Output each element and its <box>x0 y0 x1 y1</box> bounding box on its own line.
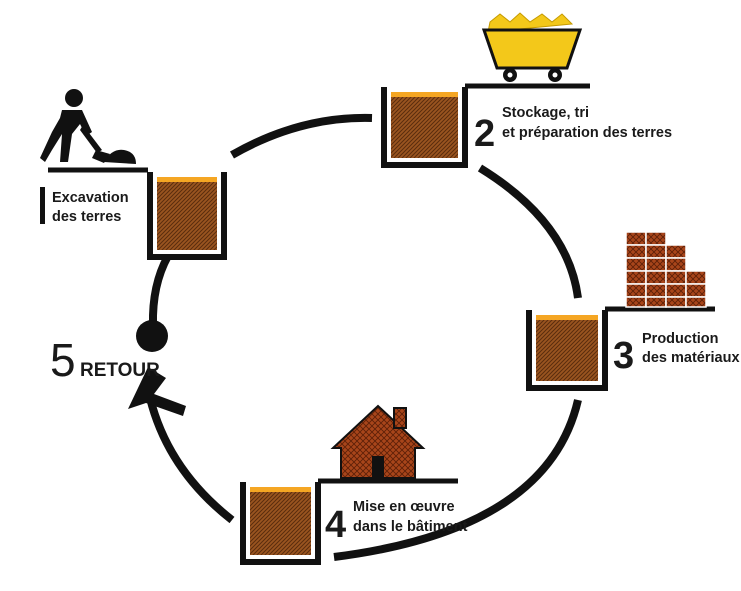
step-2-ledge <box>381 87 468 168</box>
step-2-number: 2 <box>474 113 495 155</box>
brick-stack-icon <box>625 231 707 308</box>
return-arrowhead <box>128 367 186 416</box>
retour-text: RETOUR <box>80 360 160 381</box>
step-4-soil <box>250 490 311 555</box>
arc-1-to-2 <box>230 113 373 159</box>
mine-cart-icon <box>481 12 583 82</box>
step-2-label-line1: Stockage, tri <box>502 105 589 121</box>
step-2-label-line2: et préparation des terres <box>502 125 672 141</box>
step-3-label-line2: des matériaux <box>642 350 740 366</box>
step-4-ledge <box>240 482 321 565</box>
step-3-ledge <box>526 310 608 391</box>
worker-digging-icon <box>40 89 136 164</box>
step-4-number: 4 <box>325 504 346 546</box>
arc-2-to-3 <box>477 164 582 299</box>
step-3-number: 3 <box>613 335 634 377</box>
arc-4-to-5 <box>146 397 235 524</box>
house-icon <box>330 404 426 479</box>
step-2-soil <box>391 95 458 158</box>
cycle-arcs <box>146 113 582 561</box>
retour-label: 5 RETOUR <box>50 334 160 386</box>
retour-number: 5 <box>50 334 76 386</box>
step-1: Excavation des terres <box>40 89 227 260</box>
step-2: 2 Stockage, tri et préparation des terre… <box>381 12 672 168</box>
arc-3-to-4 <box>333 399 582 561</box>
step-3-soil <box>536 318 598 381</box>
step-1-label-line2: des terres <box>52 209 121 225</box>
step-1-ledge <box>147 172 227 260</box>
step-3-label-line1: Production <box>642 331 719 347</box>
step-4-label-line2: dans le bâtiment <box>353 519 468 535</box>
step-1-label-line1: Excavation <box>52 190 129 206</box>
step-4: 4 Mise en œuvre dans le bâtiment <box>240 404 468 565</box>
step-3: 3 Production des matériaux <box>526 231 740 391</box>
return-dot <box>136 320 168 352</box>
step-1-soil <box>157 180 217 250</box>
step-4-label-line1: Mise en œuvre <box>353 499 455 515</box>
arc-5-to-1 <box>148 254 172 326</box>
